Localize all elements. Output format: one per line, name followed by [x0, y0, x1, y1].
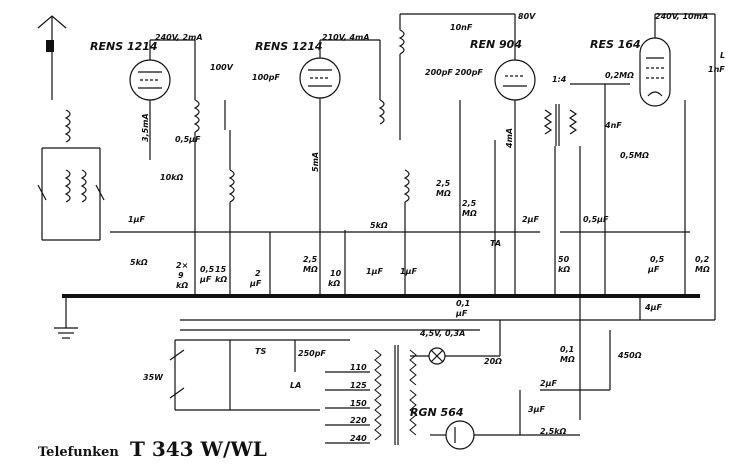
label-c-2uf-c: 2μF [540, 379, 557, 388]
tube-label-4: RES 164 [590, 38, 641, 51]
tuning-section-2 [378, 14, 410, 296]
label-c-1uf-c: 1μF [400, 267, 417, 276]
label-v3: 210V, 4mA [322, 33, 370, 42]
label-v2: 100V [210, 63, 234, 72]
tube-rens1214-second [299, 39, 380, 296]
label-r-9: 9 [178, 271, 184, 280]
mains-transformer [169, 339, 417, 445]
label-c-10nf: 10nF [450, 23, 473, 32]
label-r-20: 20Ω [484, 357, 502, 366]
label-r-15: 15 [215, 265, 227, 274]
title-brand: Telefunken [38, 445, 119, 460]
input-coil-bank [37, 109, 105, 241]
label-c-05-d: 0,5 [650, 255, 665, 264]
label-tap-150: 150 [350, 399, 367, 408]
tube-label-2: RENS 1214 [255, 40, 323, 53]
label-c-2uf-b: 2μF [522, 215, 539, 224]
label-v1: 240V, 2mA [155, 33, 203, 42]
label-r-25m-b2: MΩ [462, 209, 477, 218]
label-c-200pf-b: 200pF [455, 68, 483, 77]
label-c-2: 2 [255, 269, 261, 278]
label-r-2x: 2× [176, 261, 188, 270]
label-r-25m-c: 2,5 [303, 255, 318, 264]
label-pot-5k: 5kΩ [130, 258, 148, 267]
label-r-50: 50 [558, 255, 570, 264]
label-tap-240: 240 [350, 434, 367, 443]
interstage-transformer [543, 83, 630, 146]
label-r-25m-a2: MΩ [436, 189, 451, 198]
label-r-25m-b: 2,5 [462, 199, 477, 208]
label-r-10k-b: kΩ [328, 279, 340, 288]
label-r-15k: kΩ [215, 275, 227, 284]
label-r-5k: 5kΩ [370, 221, 388, 230]
label-c-3uf: 3μF [528, 405, 545, 414]
label-i-35ma: 3,5mA [141, 113, 150, 142]
label-tap-220: 220 [350, 416, 367, 425]
label-ta: TA [490, 239, 501, 248]
label-r-25k: 2,5kΩ [540, 427, 566, 436]
label-ratio: 1:4 [552, 75, 567, 84]
label-c-05-d2: μF [647, 265, 660, 274]
label-r-02m: 0,2MΩ [605, 71, 634, 80]
label-c-4nf: 4nF [604, 121, 622, 130]
label-c-05-b: 0,5 [200, 265, 215, 274]
pilot-lamp [410, 347, 500, 365]
label-tap-110: 110 [350, 363, 367, 372]
label-c-01uf: μF [455, 309, 468, 318]
label-r-02-b2: MΩ [695, 265, 710, 274]
label-c-200pf-a: 200pF [425, 68, 453, 77]
label-l: L [720, 51, 725, 60]
label-r-450: 450Ω [617, 351, 642, 360]
label-c-01: 0,1 [456, 299, 470, 308]
label-ts: TS [255, 347, 266, 356]
label-r-01m: MΩ [560, 355, 575, 364]
tube-label-3: REN 904 [470, 38, 522, 51]
label-r-50k: kΩ [558, 265, 570, 274]
label-v5: 240V, 10mA [655, 12, 708, 21]
label-v4: 80V [518, 12, 536, 21]
tube-rens1214-first [129, 39, 195, 160]
label-c-250pf: 250pF [298, 349, 326, 358]
label-lamp: 4,5V, 0,3A [419, 329, 465, 338]
label-c-1uf-a: 1μF [128, 215, 145, 224]
label-pot-05m: 0,5MΩ [620, 151, 649, 160]
label-r-10-b: 10 [330, 269, 342, 278]
label-c-4uf: 4μF [644, 303, 662, 312]
label-c-100pf: 100pF [252, 73, 280, 82]
rectifier-tube [430, 420, 580, 450]
label-r-9k: kΩ [176, 281, 188, 290]
label-i-5ma: 5mA [311, 152, 320, 172]
tube-res164 [639, 13, 716, 320]
tube-label-rectifier: RGN 564 [410, 406, 464, 419]
tuning-section-1 [193, 40, 235, 296]
title-model: T 343 W/WL [130, 437, 267, 461]
label-c-1uf-b: 1μF [366, 267, 383, 276]
tube-ren904 [400, 13, 536, 296]
label-tap-125: 125 [350, 381, 367, 390]
label-c-05uf-top: 0,5μF [175, 135, 201, 144]
label-power: 35W [143, 373, 164, 382]
tube-label-1: RENS 1214 [90, 40, 158, 53]
label-c-05-b2: μF [199, 275, 212, 284]
label-r-10k: 10kΩ [160, 173, 183, 182]
label-i-4ma: 4mA [505, 128, 514, 149]
label-r-01: 0,1 [560, 345, 574, 354]
label-r-25m-a: 2,5 [436, 179, 451, 188]
label-c-05uf-c: 0,5μF [583, 215, 609, 224]
label-c-2uf: μF [249, 279, 262, 288]
label-la: LA [290, 381, 301, 390]
ground-symbol [54, 296, 78, 339]
label-c-1nf: 1nF [708, 65, 725, 74]
antenna-symbol [37, 15, 67, 100]
label-r-25m-c2: MΩ [303, 265, 318, 274]
label-r-02-b: 0,2 [695, 255, 710, 264]
